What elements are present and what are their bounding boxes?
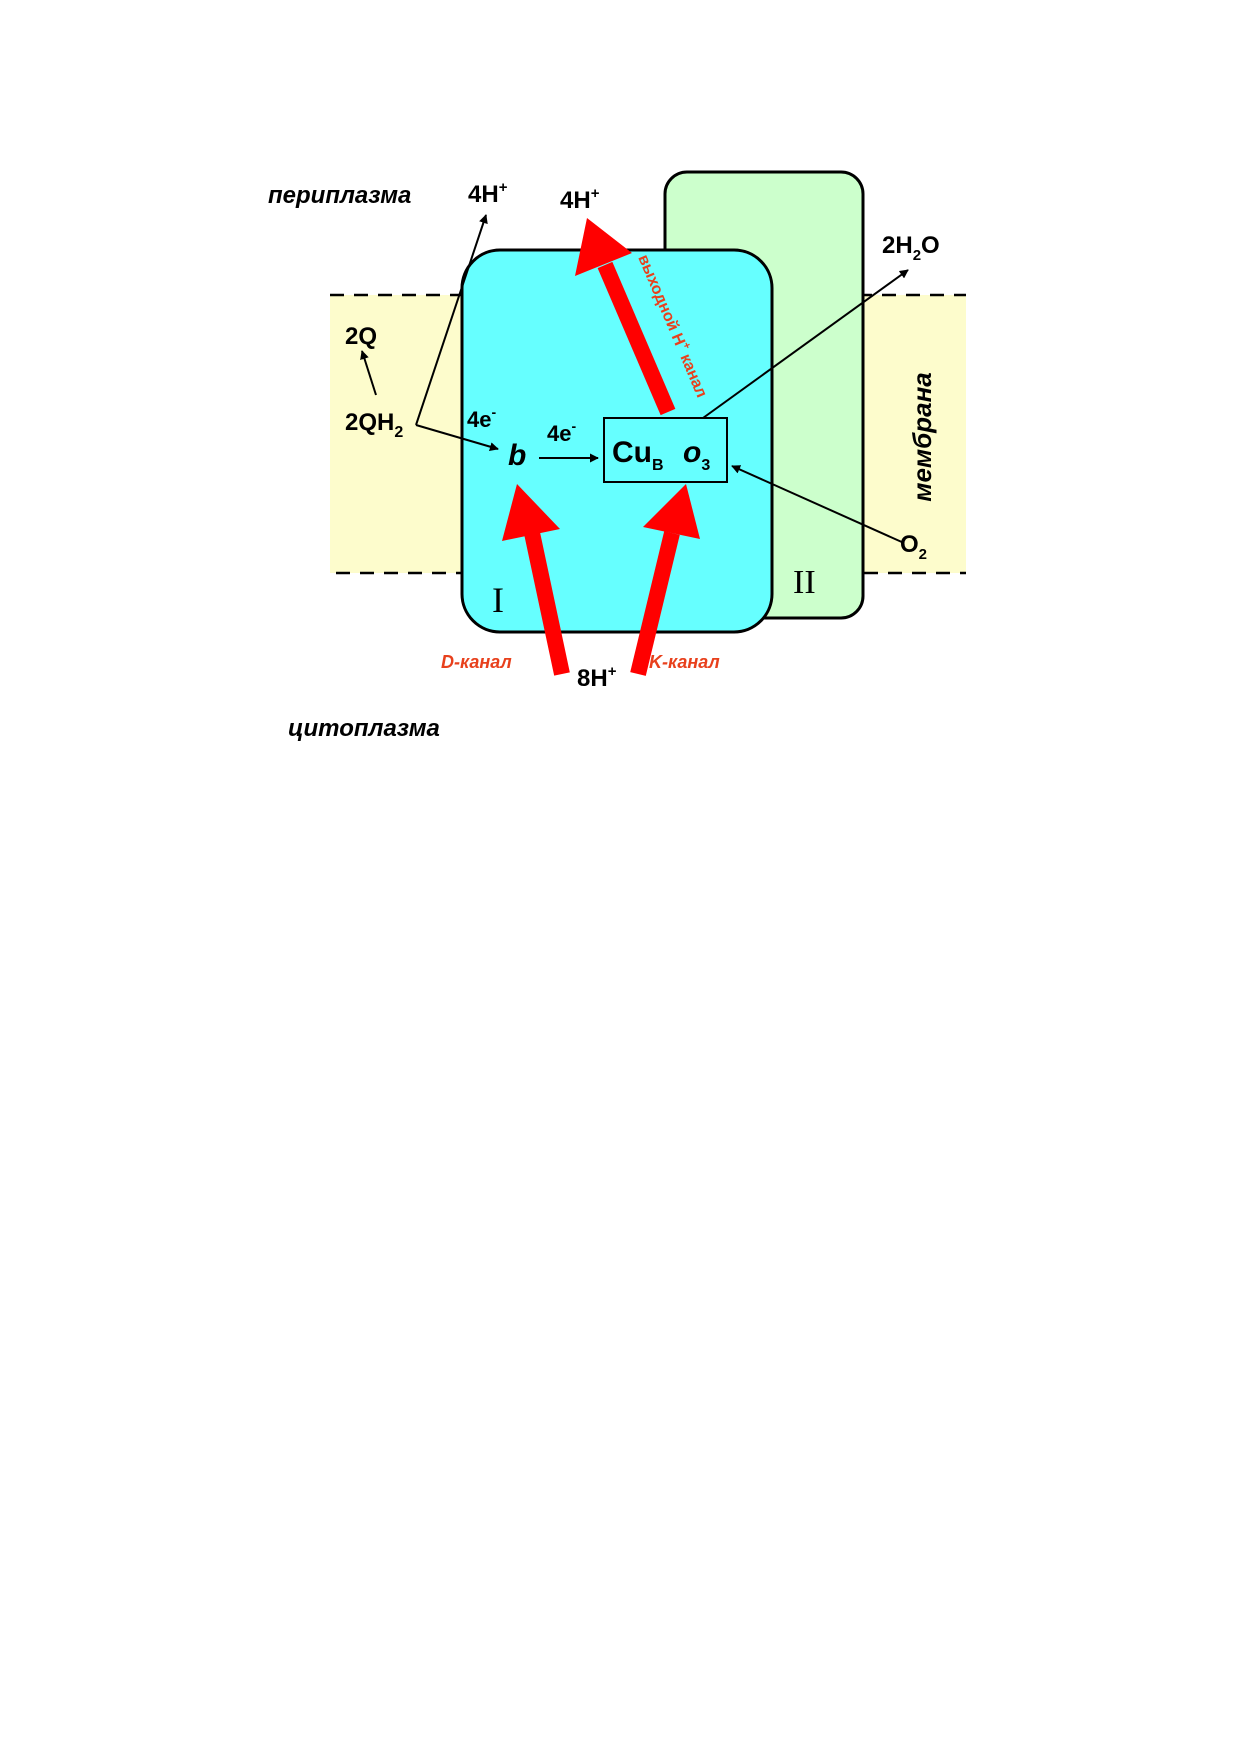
oxygen-label: O2 — [900, 531, 927, 563]
d-channel-arrow — [502, 484, 570, 676]
heme-o3-label: o3 — [683, 436, 710, 474]
cytoplasm-label: цитоплазма — [288, 715, 440, 742]
periplasm-protons-left-label: 4H+ — [468, 179, 508, 208]
heme-b-label: b — [508, 439, 526, 472]
exit-channel-arrow — [575, 218, 676, 416]
quinol-label: 2QH2 — [345, 409, 403, 441]
electrons-mid-label: 4e- — [547, 418, 576, 446]
cub-label: CuB — [612, 436, 664, 474]
binuclear-center-box — [603, 417, 728, 483]
arrow-qh2-to-periplasm-protons — [415, 214, 488, 426]
electrons-left-label: 4e- — [467, 404, 496, 432]
d-channel-label: D-канал — [441, 652, 512, 672]
periplasm-label: периплазма — [268, 182, 411, 209]
water-label: 2H2O — [882, 232, 940, 264]
arrow-oxygen-to-center — [731, 465, 905, 544]
subunit-2-label: II — [793, 564, 816, 601]
membrane-label: мембрана — [907, 372, 937, 502]
arrow-center-to-water — [702, 269, 909, 419]
periplasm-protons-right-label: 4H+ — [560, 185, 600, 214]
quinone-label: 2Q — [345, 323, 377, 350]
subunit-1-label: I — [492, 580, 504, 620]
k-channel-arrow — [630, 484, 700, 676]
cytoplasm-protons-label: 8H+ — [577, 663, 617, 692]
arrow-qh2-to-q — [360, 350, 377, 396]
arrow-qh2-to-heme-b — [415, 424, 499, 452]
k-channel-label: K-канал — [649, 652, 720, 672]
